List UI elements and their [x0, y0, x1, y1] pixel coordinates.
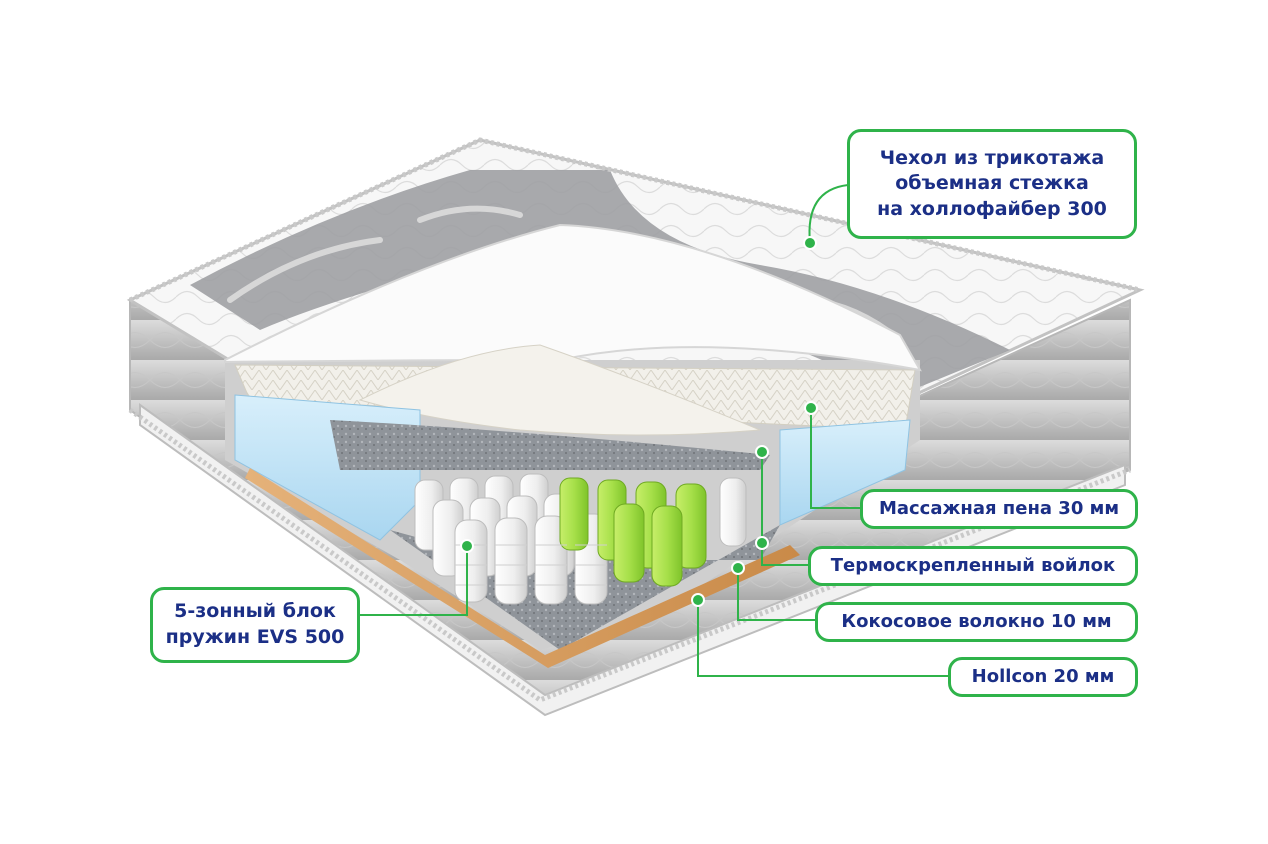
callout-hollcon: Hollcon 20 мм: [948, 657, 1138, 697]
spring-block-line-1: 5-зонный блок: [174, 600, 336, 623]
callout-thermal-felt: Термоскрепленный войлок: [808, 546, 1138, 586]
foam-sheet: [358, 344, 761, 436]
felt-layer: [330, 420, 770, 470]
marker-coconut: [731, 561, 745, 575]
marker-hollcon: [691, 593, 705, 607]
cover-flap: [224, 223, 922, 372]
blue-foam-right: [779, 419, 911, 526]
marker-massage-foam: [804, 401, 818, 415]
leader-lines: [360, 184, 948, 677]
hollcon-label: Hollcon 20 мм: [971, 665, 1115, 687]
thermal-felt-label: Термоскрепленный войлок: [830, 554, 1116, 576]
callout-spring-block: 5-зонный блок пружин EVS 500: [150, 587, 360, 663]
marker-springs: [460, 539, 474, 553]
cover-line-2: объемная стежка: [895, 172, 1089, 195]
marker-felt: [755, 445, 769, 459]
cover-line-3: на холлофайбер 300: [877, 197, 1107, 220]
coconut-fiber-label: Кокосовое волокно 10 мм: [841, 610, 1112, 632]
marker-cover: [803, 236, 817, 250]
spring-block-line-2: пружин EVS 500: [165, 626, 345, 648]
callout-coconut-fiber: Кокосовое волокно 10 мм: [815, 602, 1138, 642]
cover-line-1: Чехол из трикотажа: [879, 146, 1105, 169]
marker-felt-lower: [755, 536, 769, 550]
callout-cover: Чехол из трикотажа объемная стежка на хо…: [847, 129, 1137, 239]
massage-foam-label: Массажная пена 30 мм: [878, 497, 1120, 519]
callout-massage-foam: Массажная пена 30 мм: [860, 489, 1138, 529]
